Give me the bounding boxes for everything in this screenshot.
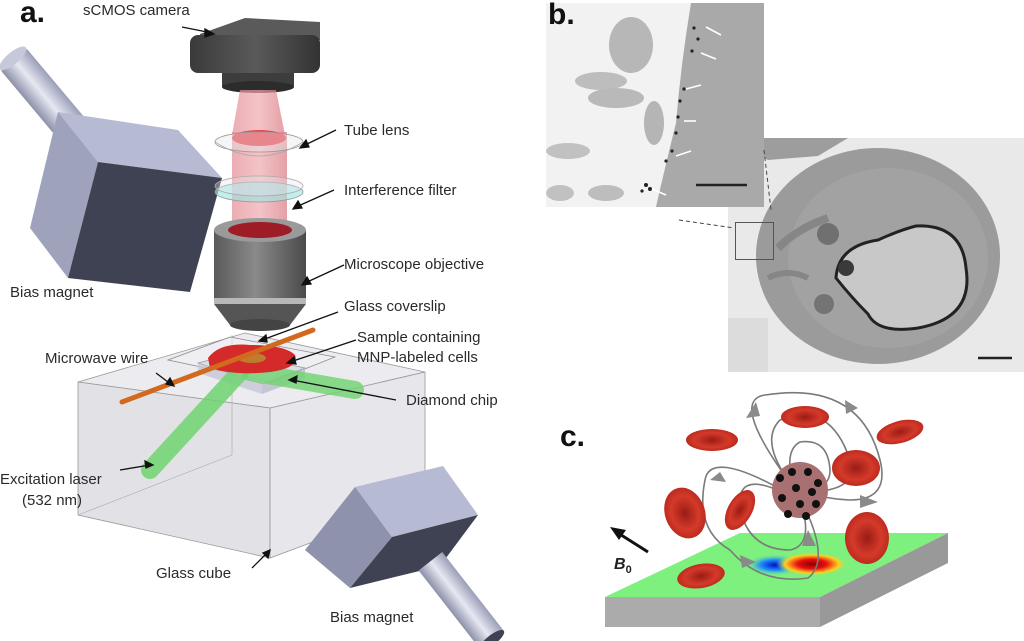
label-excitation-laser: Excitation laser xyxy=(0,471,102,488)
label-sample-line2: MNP-labeled cells xyxy=(357,349,478,366)
label-bias-magnet-bottom: Bias magnet xyxy=(330,609,414,626)
bias-magnet-top xyxy=(0,46,222,292)
scmos-camera xyxy=(190,18,320,93)
micrograph-membrane-inset xyxy=(546,3,764,207)
tube-lens xyxy=(214,131,304,157)
label-glass-cube: Glass cube xyxy=(156,565,232,582)
label-scmos-camera: sCMOS camera xyxy=(83,2,190,19)
label-diamond-chip: Diamond chip xyxy=(406,392,498,409)
light-beam xyxy=(232,90,287,232)
b0-arrow-icon xyxy=(610,527,649,554)
setup-illustration xyxy=(0,18,505,641)
red-blood-cells xyxy=(664,406,924,589)
roi-box xyxy=(735,222,774,260)
leader-arrows xyxy=(119,26,397,569)
label-interference-filter: Interference filter xyxy=(344,182,457,199)
label-glass-coverslip: Glass coverslip xyxy=(344,298,446,315)
excitation-laser xyxy=(141,363,364,479)
b0-label: B0 xyxy=(614,556,632,576)
sensor-slab xyxy=(605,533,948,627)
labeled-cell xyxy=(772,462,828,520)
sample-cells xyxy=(208,344,296,374)
microwave-wire xyxy=(119,327,316,405)
panel-a: a. xyxy=(0,0,505,641)
microscope-objective xyxy=(214,218,306,331)
inset-connectors xyxy=(678,149,772,229)
label-tube-lens: Tube lens xyxy=(344,122,410,139)
mnp-arrows xyxy=(651,26,722,196)
interference-filter xyxy=(214,175,304,203)
field-illustration xyxy=(605,391,948,627)
label-laser-wavelength: (532 nm) xyxy=(22,492,83,509)
panel-b: b. xyxy=(540,0,1024,380)
label-sample-line1: Sample containing xyxy=(357,329,481,346)
panel-c-label: c. xyxy=(560,420,586,453)
label-bias-magnet-top: Bias magnet xyxy=(10,284,94,301)
panel-b-label: b. xyxy=(548,0,575,31)
field-map-positive xyxy=(776,552,848,576)
label-microscope-objective: Microscope objective xyxy=(344,256,485,273)
b0-symbol: B xyxy=(614,556,626,573)
b0-subscript: 0 xyxy=(625,564,632,577)
label-microwave-wire: Microwave wire xyxy=(45,350,149,367)
panel-c: c. xyxy=(560,380,1024,641)
micrograph-whole-cell xyxy=(728,138,1024,372)
panel-a-label: a. xyxy=(20,0,46,29)
field-arrowheads xyxy=(710,400,878,568)
bias-magnet-bottom xyxy=(305,466,505,641)
